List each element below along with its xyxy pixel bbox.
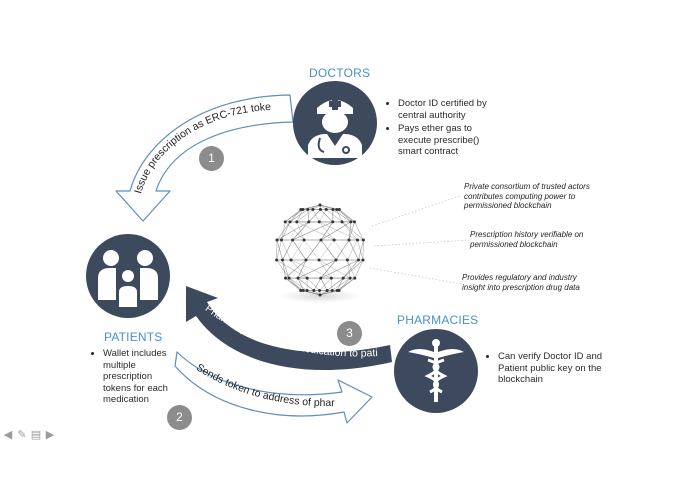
- sphere-node: [332, 238, 336, 242]
- sphere-node: [318, 208, 322, 211]
- sphere-node: [335, 208, 339, 211]
- sphere-node: [353, 276, 357, 280]
- pen-icon[interactable]: ✎: [17, 428, 27, 441]
- sphere-node: [329, 276, 333, 280]
- sphere-node: [296, 276, 300, 280]
- sphere-node: [311, 208, 315, 211]
- history-note: Prescription history verifiable on permi…: [470, 230, 584, 249]
- sphere-node: [334, 258, 338, 262]
- list-item: Doctor ID certified by central authority: [398, 98, 498, 121]
- sphere-node: [361, 258, 365, 262]
- step-badge-1: 1: [199, 146, 224, 171]
- issue-arrow-label: Issue prescription as ERC-721 token: [0, 0, 271, 195]
- doctor-icon: [293, 81, 377, 165]
- list-item: Wallet includes multiple prescription to…: [103, 348, 181, 406]
- sphere-node: [275, 258, 279, 262]
- sphere-node: [348, 276, 352, 280]
- sphere-node: [288, 220, 292, 224]
- doctors-title: DOCTORS: [309, 66, 371, 80]
- sphere-node: [302, 238, 306, 242]
- sphere-node: [305, 276, 309, 280]
- sphere-node: [361, 238, 365, 242]
- sphere-node: [353, 220, 356, 224]
- prev-icon[interactable]: ◀: [3, 428, 13, 441]
- caduceus-icon: [394, 329, 478, 413]
- sphere-node: [341, 276, 345, 280]
- sphere-node: [301, 208, 305, 211]
- sphere-node: [312, 289, 316, 292]
- sphere-node: [281, 258, 284, 262]
- sphere-node: [324, 208, 328, 211]
- sphere-node: [317, 220, 321, 224]
- sphere-node: [275, 238, 279, 242]
- patients-bullets: Wallet includes multiple prescription to…: [91, 348, 181, 408]
- sphere-node: [307, 220, 311, 224]
- note-leader-lines: [369, 195, 471, 285]
- sphere-node: [306, 208, 310, 211]
- sphere-node: [331, 208, 335, 211]
- sphere-node: [325, 289, 329, 292]
- list-item: Can verify Doctor ID and Patient public …: [498, 351, 602, 386]
- sphere-node: [356, 238, 359, 242]
- pharmacies-title: PHARMACIES: [397, 313, 479, 327]
- menu-icon[interactable]: ▤: [30, 428, 42, 441]
- sphere-node: [357, 258, 360, 262]
- issue-prescription-arrow: Issue prescription as ERC-721 token: [0, 0, 294, 222]
- sphere-node: [318, 289, 321, 292]
- sphere-node: [305, 289, 309, 292]
- doctors-bullets: Doctor ID certified by central authority…: [386, 98, 498, 160]
- sphere-node: [345, 258, 349, 262]
- sphere-node: [317, 258, 321, 262]
- sphere-node: [331, 220, 335, 224]
- sphere-node: [299, 289, 303, 292]
- list-item: Pays ether gas to execute prescribe() sm…: [398, 123, 498, 158]
- step-badge-2: 2: [167, 405, 192, 430]
- step-badge-3: 3: [337, 321, 362, 346]
- sphere-node: [289, 258, 293, 262]
- sphere-node: [280, 238, 283, 242]
- patients-title: PATIENTS: [104, 330, 163, 344]
- consortium-note: Private consortium of trusted actors con…: [464, 182, 590, 210]
- sphere-edges: [276, 204, 364, 296]
- family-icon: [86, 234, 170, 318]
- sphere-node: [319, 238, 323, 242]
- sphere-node: [347, 238, 351, 242]
- sphere-node: [284, 276, 287, 280]
- sphere-node: [318, 293, 322, 297]
- blockchain-network-sphere-icon: [275, 203, 365, 303]
- pharmacies-bullets: Can verify Doctor ID and Patient public …: [486, 351, 602, 388]
- regulatory-note: Provides regulatory and industry insight…: [462, 273, 580, 292]
- sphere-node: [318, 203, 322, 207]
- sphere-node: [340, 220, 344, 224]
- sphere-node: [304, 258, 308, 262]
- sphere-node: [319, 276, 323, 280]
- sphere-node: [295, 220, 299, 224]
- next-icon[interactable]: ▶: [45, 428, 55, 441]
- sphere-node: [349, 220, 353, 224]
- sphere-node: [291, 238, 295, 242]
- sphere-node: [337, 208, 341, 211]
- sphere-node: [283, 220, 287, 224]
- sphere-node: [330, 289, 334, 292]
- sphere-node: [287, 276, 291, 280]
- dispenses-arrow: Pharmacy dispenses medication to patient: [0, 0, 392, 371]
- presentation-toolbar: ◀ ✎ ▤ ▶: [2, 429, 56, 443]
- sphere-node: [301, 289, 305, 292]
- sphere-node: [337, 289, 341, 292]
